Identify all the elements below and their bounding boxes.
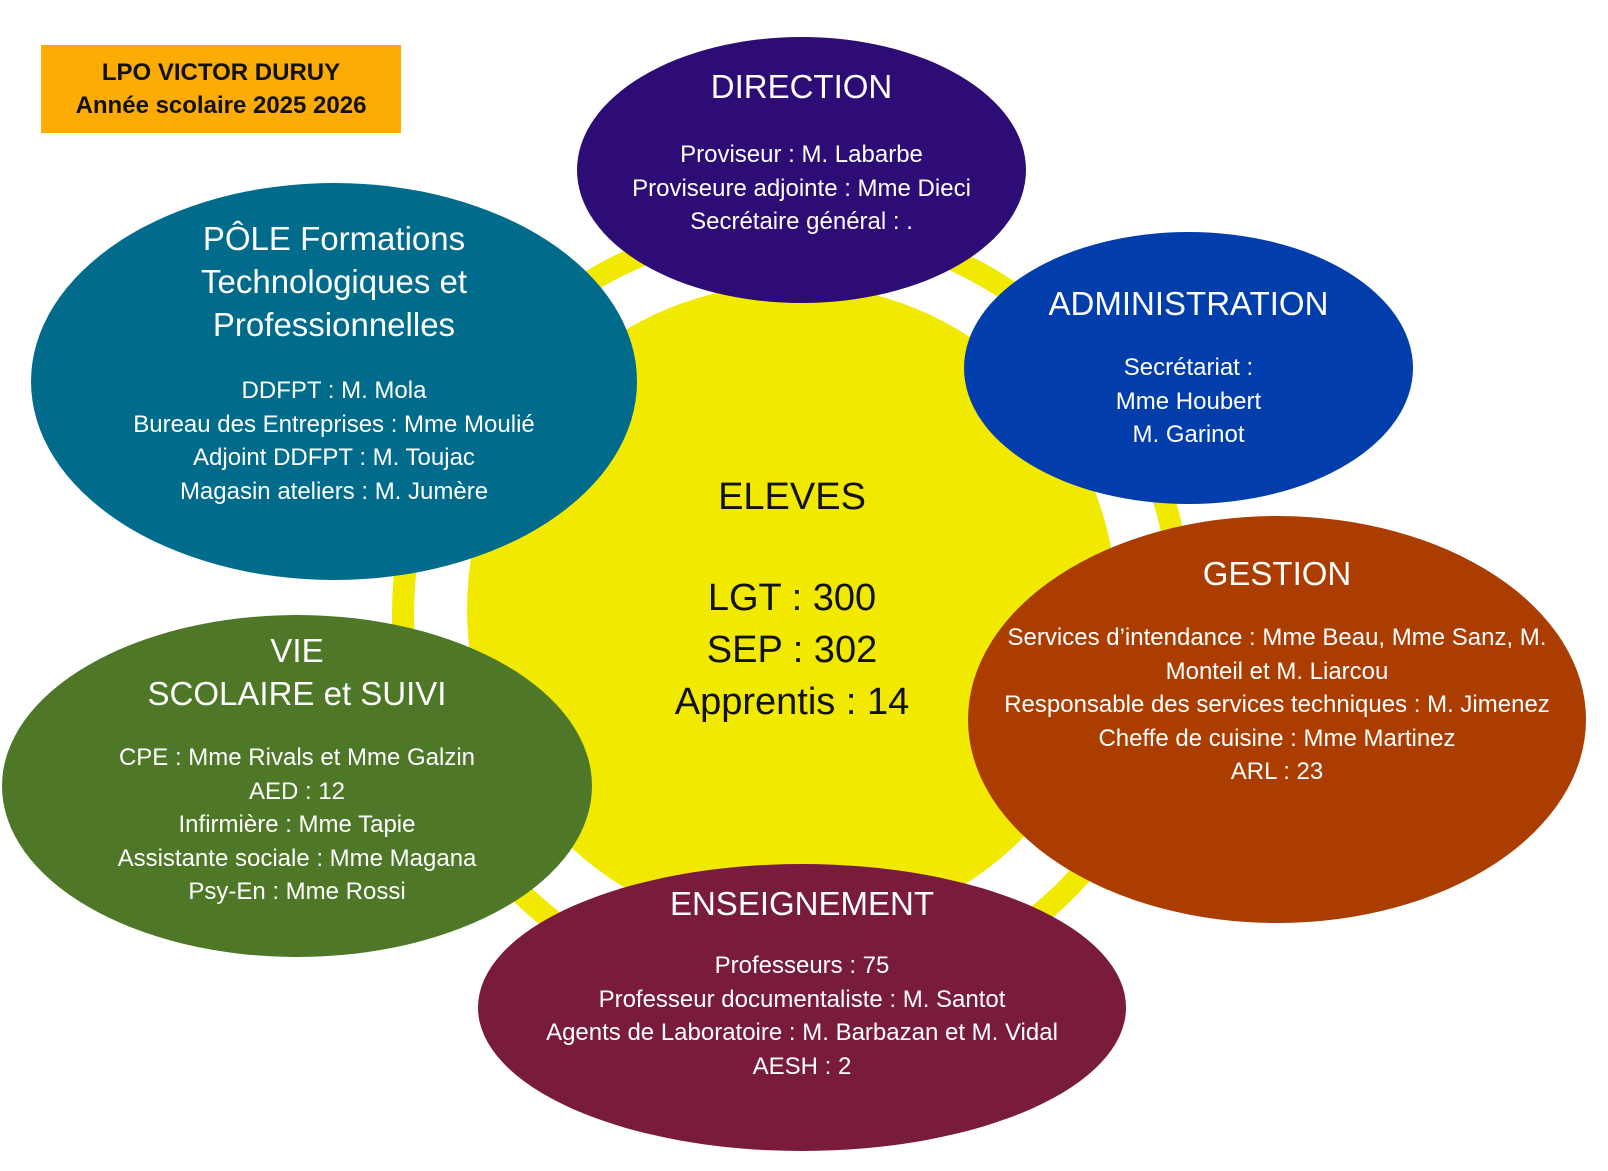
pole-title-line: PÔLE Formations — [202, 220, 466, 257]
gestion-line: Cheffe de cuisine : Mme Martinez — [1098, 724, 1456, 752]
enseignement-line: Professeur documentaliste : M. Santot — [598, 985, 1006, 1013]
direction-body: Proviseur : M. Labarbe Proviseure adjoin… — [577, 138, 1026, 239]
school-badge: LPO VICTOR DURUY Année scolaire 2025 202… — [41, 45, 401, 133]
administration-line: M. Garinot — [1132, 421, 1245, 448]
gestion-ellipse: GESTION Services d’intendance : Mme Beau… — [968, 516, 1586, 923]
vie-scolaire-line: Assistante sociale : Mme Magana — [117, 844, 477, 872]
administration-title: ADMINISTRATION — [1048, 285, 1329, 322]
eleves-title: ELEVES — [718, 476, 866, 518]
gestion-line: Responsable des services techniques : M.… — [1004, 691, 1550, 718]
eleves-stat-apprentis: Apprentis : 14 — [674, 681, 910, 723]
enseignement-body: Professeurs : 75 Professeur documentalis… — [478, 949, 1126, 1083]
eleves-center: ELEVES LGT : 300 SEP : 302 Apprentis : 1… — [592, 470, 992, 728]
direction-line: Proviseur : M. Labarbe — [680, 141, 923, 168]
school-name: LPO VICTOR DURUY — [101, 59, 341, 86]
administration-line: Secrétariat : — [1123, 354, 1254, 381]
eleves-stats: LGT : 300 SEP : 302 Apprentis : 14 — [592, 572, 992, 728]
vie-scolaire-line: Psy-En : Mme Rossi — [188, 878, 406, 905]
vie-scolaire-body: CPE : Mme Rivals et Mme Galzin AED : 12 … — [2, 741, 592, 909]
enseignement-title: ENSEIGNEMENT — [669, 885, 935, 922]
school-year: Année scolaire 2025 2026 — [75, 92, 367, 119]
gestion-line: Services d’intendance : Mme Beau, Mme Sa… — [1007, 624, 1547, 685]
vie-scolaire-title-line: SCOLAIRE et SUIVI — [147, 675, 447, 712]
administration-body: Secrétariat : Mme Houbert M. Garinot — [964, 351, 1413, 452]
pole-title-line: Professionnelles — [212, 306, 456, 343]
vie-scolaire-line: CPE : Mme Rivals et Mme Galzin — [118, 744, 476, 771]
pole-line: Adjoint DDFPT : M. Toujac — [193, 444, 475, 471]
enseignement-line: Professeurs : 75 — [714, 952, 890, 979]
administration-ellipse: ADMINISTRATION Secrétariat : Mme Houbert… — [964, 232, 1413, 504]
vie-scolaire-line: Infirmière : Mme Tapie — [178, 811, 416, 838]
gestion-body: Services d’intendance : Mme Beau, Mme Sa… — [968, 621, 1586, 789]
pole-line: Bureau des Entreprises : Mme Moulié — [133, 410, 535, 438]
pole-line: Magasin ateliers : M. Jumère — [179, 477, 489, 505]
vie-scolaire-title: VIE SCOLAIRE et SUIVI — [2, 629, 592, 715]
pole-line: DDFPT : M. Mola — [241, 377, 427, 404]
eleves-stat-lgt: LGT : 300 — [707, 577, 877, 619]
administration-line: Mme Houbert — [1115, 387, 1262, 415]
enseignement-line: AESH : 2 — [752, 1052, 852, 1080]
direction-line: Proviseure adjointe : Mme Dieci — [632, 174, 971, 202]
pole-title: PÔLE Formations Technologiques et Profes… — [31, 217, 637, 346]
gestion-line: ARL : 23 — [1230, 758, 1324, 785]
eleves-stat-sep: SEP : 302 — [706, 629, 878, 671]
vie-scolaire-title-line: VIE — [270, 632, 324, 669]
enseignement-ellipse: ENSEIGNEMENT Professeurs : 75 Professeur… — [478, 864, 1126, 1151]
pole-body: DDFPT : M. Mola Bureau des Entreprises :… — [31, 374, 637, 508]
direction-line: Secrétaire général : . — [690, 208, 913, 235]
gestion-title: GESTION — [1202, 555, 1352, 592]
vie-scolaire-line: AED : 12 — [248, 777, 346, 805]
pole-formations-ellipse: PÔLE Formations Technologiques et Profes… — [31, 183, 637, 580]
vie-scolaire-ellipse: VIE SCOLAIRE et SUIVI CPE : Mme Rivals e… — [2, 615, 592, 957]
direction-title: DIRECTION — [710, 68, 893, 105]
pole-title-line: Technologiques et — [200, 263, 468, 300]
direction-ellipse: DIRECTION Proviseur : M. Labarbe Provise… — [577, 37, 1026, 303]
enseignement-line: Agents de Laboratoire : M. Barbazan et M… — [546, 1019, 1058, 1046]
